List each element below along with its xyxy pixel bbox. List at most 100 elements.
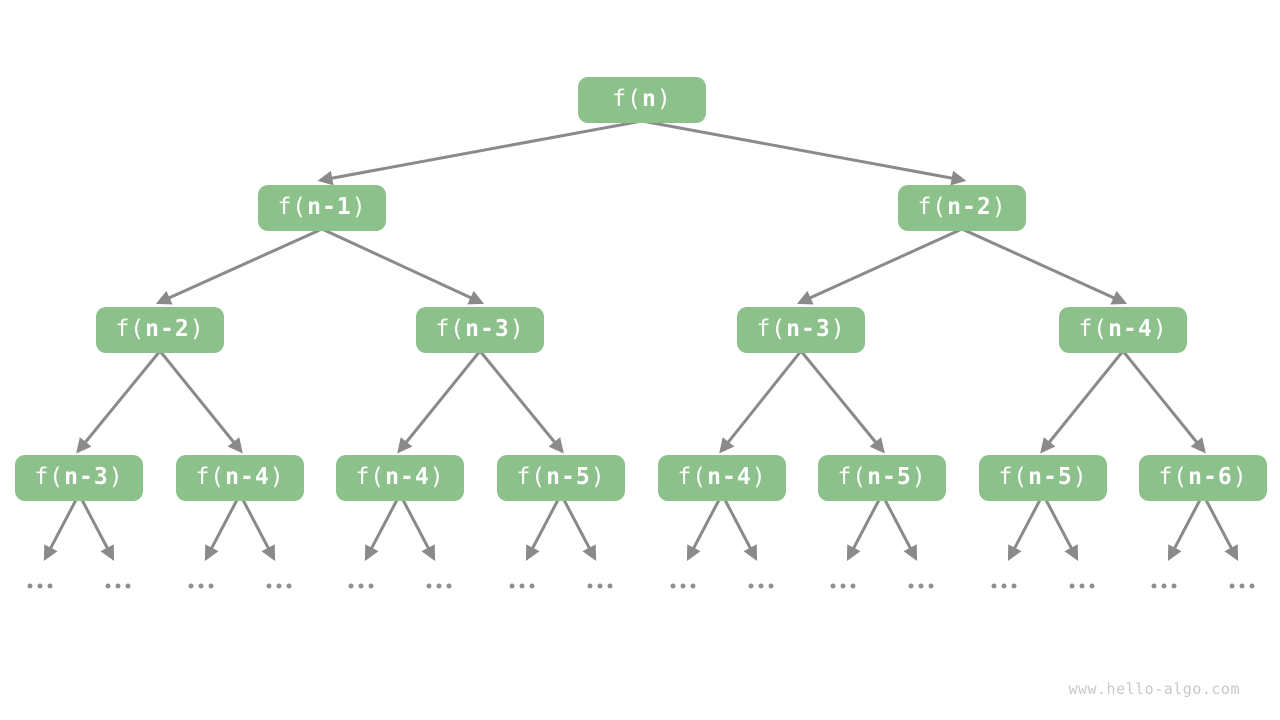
node-label-pre: f( — [195, 463, 226, 490]
ellipsis-dot — [198, 583, 204, 589]
ellipsis-label — [348, 583, 374, 589]
tree-node-f-n-3: f(n-3) — [737, 307, 865, 353]
ellipsis-dot — [27, 583, 33, 589]
ellipsis-dot — [908, 583, 914, 589]
edge-aa-aab — [158, 350, 243, 454]
node-label-pre: f( — [115, 315, 146, 342]
node-label-pre: f( — [677, 463, 708, 490]
ellipsis-dot — [1089, 583, 1095, 589]
ellipsis-dot — [597, 583, 603, 589]
ellipsis-dot — [918, 583, 924, 589]
ellipsis-dot — [37, 583, 43, 589]
tree-node-f-n-1: f(n-1) — [258, 185, 386, 231]
node-label-post: ) — [189, 315, 205, 342]
node-label-post: ) — [108, 463, 124, 490]
tree-node-f-n-2: f(n-2) — [96, 307, 224, 353]
ellipsis-dot — [1079, 583, 1085, 589]
edge-bab-ellipsis-left — [846, 497, 882, 561]
ellipsis-dot — [1161, 583, 1167, 589]
ellipsis-dot — [758, 583, 764, 589]
ellipsis-dot — [436, 583, 442, 589]
ellipsis-dot — [47, 583, 53, 589]
edge-bb-bba — [1040, 350, 1125, 454]
ellipsis-dot — [115, 583, 121, 589]
tree-node-f-n-5: f(n-5) — [497, 455, 625, 501]
node-label-post: ) — [1232, 463, 1248, 490]
node-label-arg: n-6 — [1188, 463, 1233, 490]
tree-node-f-n-6: f(n-6) — [1139, 455, 1267, 501]
watermark: www.hello-algo.com — [1068, 680, 1240, 698]
node-label-post: ) — [1152, 315, 1168, 342]
ellipsis-label — [105, 583, 131, 589]
node-label-post: ) — [429, 463, 445, 490]
edge-ab-aba — [397, 350, 482, 454]
node-label-post: ) — [1072, 463, 1088, 490]
node-label-post: ) — [269, 463, 285, 490]
ellipsis-dot — [529, 583, 535, 589]
ellipsis-dot — [1229, 583, 1235, 589]
edge-aaa-ellipsis-left — [43, 497, 79, 561]
node-label-arg: n-5 — [867, 463, 912, 490]
tree-node-f-n-5: f(n-5) — [818, 455, 946, 501]
edge-b-bb — [961, 227, 1128, 305]
tree-node-f-n-4: f(n-4) — [658, 455, 786, 501]
edge-root-b — [641, 119, 967, 186]
ellipsis-dot — [840, 583, 846, 589]
node-label-pre: f( — [756, 315, 787, 342]
edge-abb-ellipsis-left — [525, 497, 561, 561]
ellipsis-label — [830, 583, 856, 589]
ellipsis-dot — [1239, 583, 1245, 589]
ellipsis-dot — [1069, 583, 1075, 589]
ellipsis-dot — [587, 583, 593, 589]
ellipsis-dot — [266, 583, 272, 589]
ellipsis-dot — [680, 583, 686, 589]
ellipsis-dot — [276, 583, 282, 589]
tree-node-f-n-3: f(n-3) — [416, 307, 544, 353]
ellipsis-dot — [446, 583, 452, 589]
edge-baa-ellipsis-left — [686, 497, 722, 561]
edge-bbb-ellipsis-left — [1167, 497, 1203, 561]
edge-bba-ellipsis-right — [1043, 497, 1079, 561]
node-label-post: ) — [351, 193, 367, 220]
edge-ba-baa — [719, 350, 803, 454]
node-label-pre: f( — [516, 463, 547, 490]
ellipsis-dot — [1151, 583, 1157, 589]
node-label-arg: n-4 — [1108, 315, 1153, 342]
edge-aab-ellipsis-left — [204, 497, 240, 561]
node-label-arg: n-3 — [465, 315, 510, 342]
tree-node-f-n-4: f(n-4) — [1059, 307, 1187, 353]
ellipsis-dot — [1001, 583, 1007, 589]
ellipsis-label — [991, 583, 1017, 589]
ellipsis-dot — [509, 583, 515, 589]
ellipsis-dot — [768, 583, 774, 589]
node-label-pre: f( — [612, 85, 642, 112]
ellipsis-dot — [519, 583, 525, 589]
ellipsis-label — [1229, 583, 1255, 589]
node-label-arg: n-2 — [145, 315, 190, 342]
edge-bab-ellipsis-right — [882, 497, 918, 561]
node-label-arg: n-4 — [707, 463, 752, 490]
node-label-arg: n-1 — [307, 193, 352, 220]
ellipsis-label — [509, 583, 535, 589]
node-label-post: ) — [911, 463, 927, 490]
tree-node-f-n-4: f(n-4) — [176, 455, 304, 501]
node-label-arg: n-2 — [947, 193, 992, 220]
edge-bbb-ellipsis-right — [1203, 497, 1239, 561]
edge-ab-abb — [478, 350, 564, 454]
tree-node-f-n-5: f(n-5) — [979, 455, 1107, 501]
ellipsis-dot — [830, 583, 836, 589]
node-label-arg: n-4 — [225, 463, 270, 490]
ellipsis-dot — [690, 583, 696, 589]
edge-aba-ellipsis-right — [400, 497, 436, 561]
ellipsis-dot — [850, 583, 856, 589]
edge-bb-bbb — [1121, 350, 1206, 454]
ellipsis-dot — [208, 583, 214, 589]
node-label-pre: f( — [998, 463, 1029, 490]
ellipsis-label — [1151, 583, 1177, 589]
tree-node-f-n-4: f(n-4) — [336, 455, 464, 501]
edge-a-aa — [155, 227, 323, 305]
ellipsis-label — [670, 583, 696, 589]
ellipsis-dot — [1171, 583, 1177, 589]
